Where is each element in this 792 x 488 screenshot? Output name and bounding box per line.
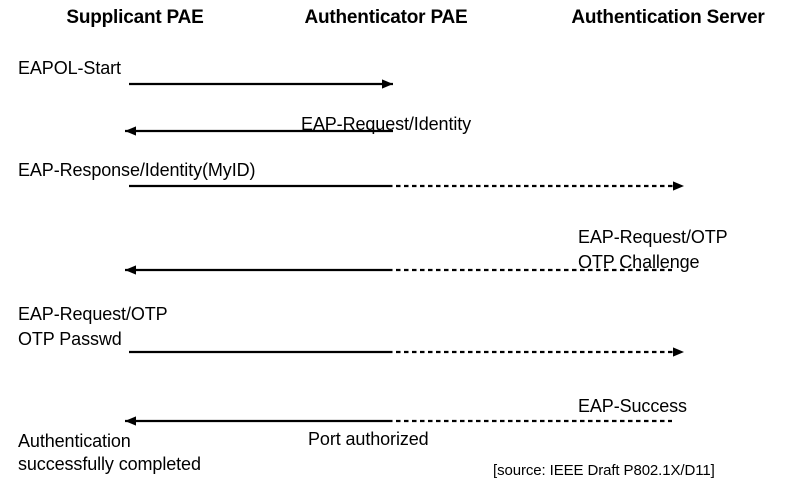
message-label-eap-request-identity: EAP-Request/Identity [300,114,472,134]
annotation-port-authorized: Port authorized [308,429,429,449]
arrowhead-right [673,181,684,191]
message-label-eap-request-otp-passwd-line1: EAP-Request/OTP [18,304,168,324]
message-arrow-eap-response-identity [129,181,684,191]
message-label-eap-request-otp-challenge-line1: EAP-Request/OTP [578,227,728,247]
message-label-eapol-start: EAPOL-Start [18,58,121,78]
arrowhead-right [673,347,684,357]
message-arrow-eap-request-otp-passwd [129,347,684,357]
lane-header-authentication-server: Authentication Server [571,7,765,28]
message-label-eap-success: EAP-Success [578,396,687,416]
arrowhead-left [125,265,136,275]
arrowhead-left [125,126,136,136]
message-arrow-eap-success [125,416,672,426]
source-citation: [source: IEEE Draft P802.1X/D11] [493,462,715,479]
message-arrow-eapol-start [129,79,393,89]
message-label-eap-response-identity: EAP-Response/Identity(MyID) [18,160,256,180]
message-label-eap-request-otp-passwd-line2: OTP Passwd [18,329,122,349]
annotation-authentication-complete-line2: successfully completed [18,454,201,474]
message-label-eap-request-otp-challenge-line2: OTP Challenge [578,252,700,272]
lane-header-authenticator: Authenticator PAE [304,7,468,28]
lane-header-supplicant: Supplicant PAE [66,7,204,28]
arrowhead-left [125,416,136,426]
annotation-authentication-complete-line1: Authentication [18,431,131,451]
arrowhead-right [382,79,393,89]
